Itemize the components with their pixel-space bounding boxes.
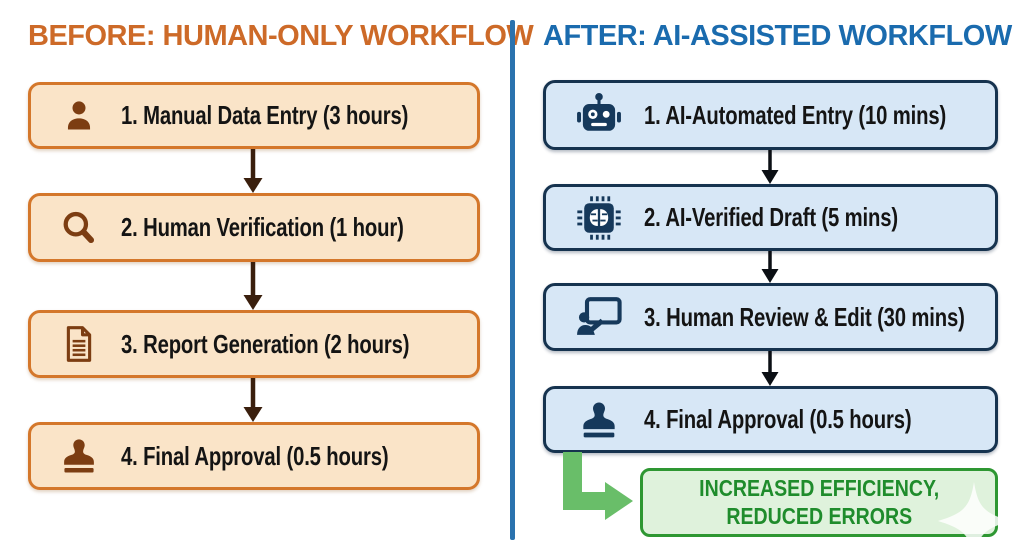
stamp-icon: [574, 400, 624, 440]
before-step-4: 4. Final Approval (0.5 hours): [28, 422, 480, 490]
step-label: 4. Final Approval (0.5 hours): [644, 404, 912, 434]
before-step-3: 3. Report Generation (2 hours): [28, 310, 480, 378]
down-arrow: [761, 251, 779, 283]
ai-chip-icon: [574, 195, 624, 241]
column-divider: [510, 20, 515, 540]
after-step-4: 4. Final Approval (0.5 hours): [543, 386, 998, 453]
before-step-2: 2. Human Verification (1 hour): [28, 193, 480, 262]
result-box: INCREASED EFFICIENCY, REDUCED ERRORS: [640, 468, 998, 537]
human-review-icon: [574, 296, 624, 338]
step-label: 1. AI-Automated Entry (10 mins): [644, 99, 947, 130]
step-label: 2. AI-Verified Draft (5 mins): [644, 202, 898, 232]
down-arrow: [243, 149, 263, 193]
result-label-line2: REDUCED ERRORS: [726, 502, 912, 529]
step-label: 2. Human Verification (1 hour): [121, 212, 404, 242]
result-label-line1: INCREASED EFFICIENCY,: [698, 474, 940, 501]
after-step-3: 3. Human Review & Edit (30 mins): [543, 283, 998, 351]
after-title: AFTER: AI-ASSISTED WORKFLOW: [543, 20, 1012, 52]
document-icon: [59, 325, 99, 363]
step-label: 1. Manual Data Entry (3 hours): [121, 100, 409, 130]
after-step-2: 2. AI-Verified Draft (5 mins): [543, 184, 998, 251]
person-icon: [59, 98, 99, 134]
magnifier-icon: [59, 209, 99, 247]
step-label: 4. Final Approval (0.5 hours): [121, 440, 389, 471]
sparkle-icon: [938, 482, 1010, 559]
step-label: 3. Report Generation (2 hours): [121, 328, 410, 359]
before-step-1: 1. Manual Data Entry (3 hours): [28, 82, 480, 149]
robot-icon: [574, 92, 624, 138]
before-title: BEFORE: HUMAN-ONLY WORKFLOW: [28, 20, 534, 52]
down-arrow: [243, 262, 263, 310]
step-label: 3. Human Review & Edit (30 mins): [644, 301, 965, 332]
result-elbow-arrow: [563, 452, 633, 520]
after-step-1: 1. AI-Automated Entry (10 mins): [543, 80, 998, 150]
stamp-icon: [59, 437, 99, 475]
down-arrow: [761, 150, 779, 184]
down-arrow: [243, 378, 263, 422]
down-arrow: [761, 351, 779, 386]
